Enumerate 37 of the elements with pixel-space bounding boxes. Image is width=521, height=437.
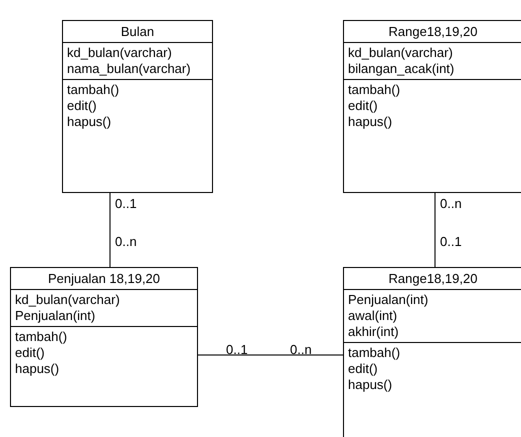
method: hapus(): [67, 114, 112, 130]
method: edit(): [348, 98, 379, 114]
class-name: Penjualan 18,19,20: [11, 268, 197, 290]
method: tambah(): [348, 345, 402, 361]
method: hapus(): [15, 361, 60, 377]
multiplicity-label: 0..n: [290, 342, 312, 357]
class-box: [62, 20, 213, 193]
attribute: Penjualan(int): [348, 292, 430, 308]
class-name: Range18,19,20: [344, 268, 521, 290]
class-box: [343, 267, 521, 437]
association-line: [198, 354, 344, 356]
association-line: [434, 192, 436, 268]
method: edit(): [348, 361, 379, 377]
attribute: bilangan_acak(int): [348, 61, 456, 77]
method: edit(): [15, 345, 46, 361]
multiplicity-label: 0..n: [440, 196, 462, 211]
class-name: Bulan: [63, 21, 212, 43]
attribute: akhir(int): [348, 324, 400, 340]
method: edit(): [67, 98, 98, 114]
multiplicity-label: 0..1: [440, 234, 462, 249]
attribute: kd_bulan(varchar): [348, 45, 454, 61]
class-box: [10, 267, 198, 407]
attribute: kd_bulan(varchar): [67, 45, 173, 61]
method: tambah(): [348, 82, 402, 98]
multiplicity-label: 0..n: [115, 234, 137, 249]
attribute: nama_bulan(varchar): [67, 61, 192, 77]
method: tambah(): [67, 82, 120, 98]
attribute: awal(int): [348, 308, 398, 324]
multiplicity-label: 0..1: [226, 342, 248, 357]
attribute: Penjualan(int): [15, 308, 96, 324]
method: tambah(): [15, 329, 68, 345]
method: hapus(): [348, 114, 394, 130]
multiplicity-label: 0..1: [115, 196, 137, 211]
class-name: Range18,19,20: [344, 21, 521, 43]
class-box: [343, 20, 521, 193]
attribute: kd_bulan(varchar): [15, 292, 121, 308]
method: hapus(): [348, 377, 394, 393]
